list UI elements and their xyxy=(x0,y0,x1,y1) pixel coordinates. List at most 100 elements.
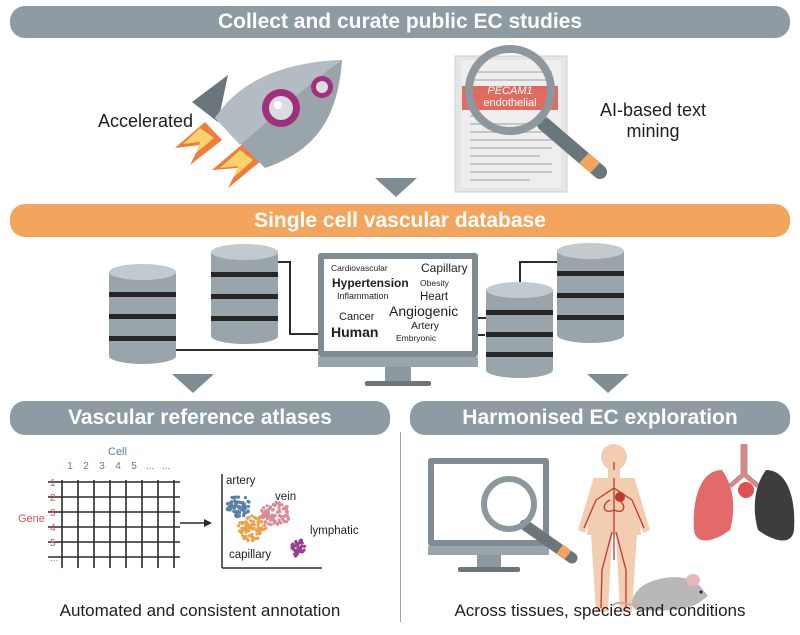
lymphatic-cluster-dot xyxy=(299,539,303,543)
vein-cluster-dot xyxy=(285,510,289,514)
artery-cluster-dot xyxy=(241,501,245,505)
umap-plot xyxy=(221,474,322,569)
accelerated-label: Accelerated xyxy=(98,111,194,131)
col-number: 5 xyxy=(131,461,137,472)
vein-cluster-dot xyxy=(274,500,278,505)
vein-cluster-dot xyxy=(263,510,267,515)
right-caption: Across tissues, species and conditions xyxy=(454,601,746,620)
lymphatic-cluster-dot xyxy=(300,550,304,554)
lymphatic-cluster-dot xyxy=(291,547,295,551)
artery-cluster-dot xyxy=(237,510,241,514)
vein-cluster-dot xyxy=(265,517,269,521)
lungs-icon xyxy=(693,444,795,541)
capillary-cluster-dot xyxy=(256,523,260,528)
arrow-down-icon xyxy=(375,178,417,197)
col-number: 1 xyxy=(67,461,73,472)
vein-cluster-dot xyxy=(260,509,264,513)
capillary-cluster-dot xyxy=(246,538,250,543)
capillary-cluster-dot xyxy=(249,519,253,523)
vein-cluster-dot xyxy=(272,521,276,525)
left-section-banner: Vascular reference atlases xyxy=(10,401,390,435)
vein-cluster-dot xyxy=(285,504,289,508)
capillary-cluster-dot xyxy=(264,526,268,530)
vein-cluster-dot xyxy=(264,520,268,524)
vein-cluster-dot xyxy=(275,510,280,514)
matrix-cell-label: Cell xyxy=(108,446,127,458)
capillary-cluster-dot xyxy=(244,534,248,539)
row-number: 3 xyxy=(50,508,56,519)
lymphatic-cluster-dot xyxy=(294,540,298,544)
word-hypertension: Hypertension xyxy=(332,276,409,290)
artery-cluster-dot xyxy=(233,499,237,503)
lymphatic-cluster-dot xyxy=(302,544,307,548)
monitor-icon xyxy=(318,253,478,386)
text-mining-label: AI-based text mining xyxy=(598,100,708,142)
umap-label-vein: vein xyxy=(275,491,297,503)
capillary-cluster-dot xyxy=(256,520,260,524)
capillary-cluster-dot xyxy=(239,531,243,535)
capillary-cluster-dot xyxy=(250,535,254,539)
database-stack-icon xyxy=(109,264,176,364)
col-number: 2 xyxy=(83,461,89,472)
capillary-cluster-dot xyxy=(251,520,255,524)
capillary-cluster-dot xyxy=(246,526,250,530)
word-cancer: Cancer xyxy=(339,311,375,323)
artery-cluster-dot xyxy=(225,502,229,506)
mouse-icon xyxy=(611,574,708,611)
capillary-cluster-dot xyxy=(238,521,242,525)
artery-cluster-dot xyxy=(229,500,233,504)
database-stack-icon xyxy=(486,282,553,378)
capillary-cluster-dot xyxy=(241,534,245,538)
artery-cluster-dot xyxy=(246,510,250,514)
capillary-cluster-dot xyxy=(246,523,250,527)
artery-cluster-dot xyxy=(246,504,250,509)
capillary-cluster-dot xyxy=(250,532,254,537)
rocket-icon xyxy=(175,60,342,188)
document-word: endothelial xyxy=(483,97,537,109)
artery-cluster-dot xyxy=(235,515,239,519)
artery-cluster-dot xyxy=(243,496,247,500)
lymphatic-cluster-dot xyxy=(298,548,303,552)
vein-cluster-dot xyxy=(273,504,277,508)
top-banner: Collect and curate public EC studies xyxy=(10,6,790,38)
capillary-cluster-dot xyxy=(256,536,260,540)
arrow-down-icon xyxy=(587,374,629,393)
database-banner: Single cell vascular database xyxy=(10,204,790,237)
matrix-col-numbers: 1 2 3 4 5 ... ... xyxy=(62,461,174,472)
capillary-cluster-dot xyxy=(258,531,262,535)
vein-cluster-dot xyxy=(261,515,265,520)
capillary-cluster-dot xyxy=(260,520,264,524)
section-divider xyxy=(400,432,401,622)
capillary-cluster-dot xyxy=(257,517,261,521)
artery-cluster-dot xyxy=(234,511,239,516)
vein-cluster-dot xyxy=(277,502,281,506)
umap-label-capillary: capillary xyxy=(229,549,272,561)
lymphatic-cluster-dot xyxy=(292,544,297,548)
capillary-cluster-dot xyxy=(247,529,251,533)
matrix-gene-label: Gene xyxy=(18,513,45,525)
word-human: Human xyxy=(331,324,379,340)
vein-cluster-dot xyxy=(278,510,282,514)
capillary-cluster-dot xyxy=(237,524,241,528)
arrow-right-icon xyxy=(180,519,212,527)
capillary-cluster-dot xyxy=(240,522,244,526)
text-mining-line1: AI-based text xyxy=(599,100,707,120)
lymphatic-cluster-dot xyxy=(290,543,294,547)
vein-cluster-dot xyxy=(270,513,274,517)
artery-cluster-dot xyxy=(246,499,250,504)
left-caption: Automated and consistent annotation xyxy=(59,601,341,620)
vein-cluster-dot xyxy=(279,514,283,518)
text-mining-line2: mining xyxy=(626,121,680,141)
magnifier-icon xyxy=(481,476,578,564)
vein-cluster-dot xyxy=(271,508,275,512)
col-number: ... xyxy=(145,461,155,472)
vein-cluster-dot xyxy=(263,514,267,519)
right-section-banner: Harmonised EC exploration xyxy=(410,401,790,435)
capillary-cluster-dot xyxy=(250,514,254,518)
artery-cluster-dot xyxy=(237,514,241,518)
vein-cluster-dot xyxy=(283,514,287,518)
lymphatic-cluster-dot xyxy=(295,542,299,547)
artery-cluster-dot xyxy=(230,495,234,499)
arrow-down-icon xyxy=(172,374,214,393)
